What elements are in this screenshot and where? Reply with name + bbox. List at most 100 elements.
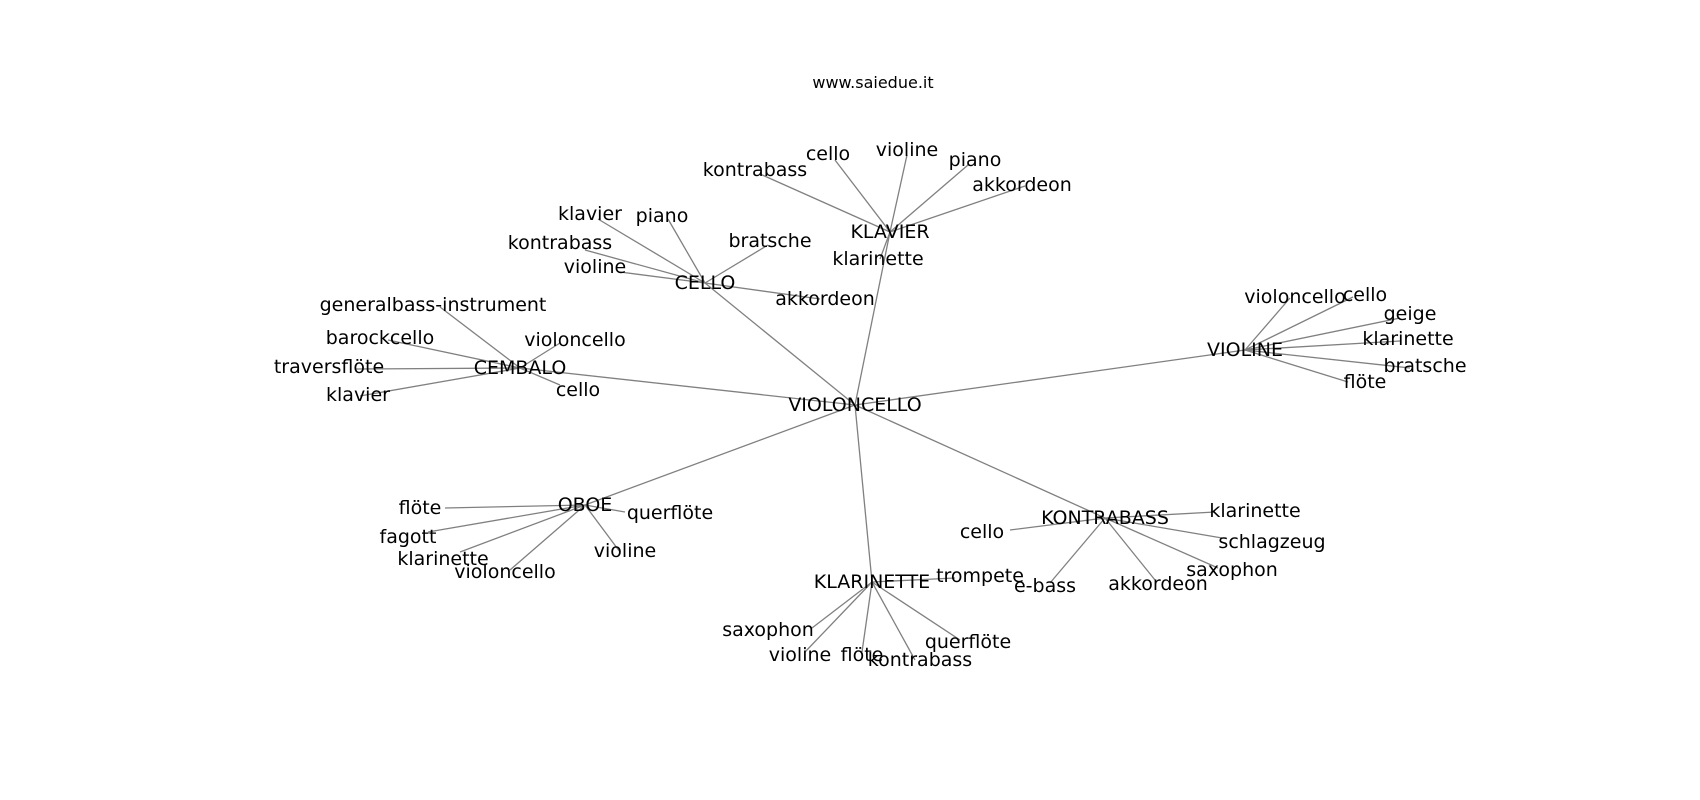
hub-node-klarinette: KLARINETTE — [814, 571, 930, 593]
hub-node-kontrabass: KONTRABASS — [1041, 507, 1169, 529]
edge-klarinette-querflote — [871, 581, 961, 641]
edge-klavier-klarinette — [879, 231, 891, 260]
term-node-klarinette-trompete: trompete — [936, 565, 1024, 587]
term-node-cembalo-traversflote: traversflöte — [274, 356, 384, 378]
edge-kontrabass-e-bass — [1049, 517, 1106, 584]
term-node-oboe-flote: flöte — [399, 497, 442, 519]
term-node-kontrabass-cello: cello — [960, 521, 1004, 543]
edge-cello-akkordeon — [704, 282, 821, 300]
edge-center-cello — [704, 282, 856, 406]
edge-cello-piano — [667, 218, 706, 284]
edge-cembalo-barockcello — [387, 339, 521, 369]
term-node-klarinette-flote: flöte — [841, 644, 884, 666]
edge-center-cembalo — [519, 367, 856, 406]
edge-violine-cello — [1244, 296, 1354, 351]
term-node-kontrabass-schlagzeug: schlagzeug — [1218, 531, 1325, 553]
edge-oboe-violoncello — [509, 504, 586, 571]
edge-oboe-klarinette — [459, 504, 586, 553]
edge-kontrabass-akkordeon — [1104, 517, 1156, 581]
term-node-kontrabass-akkordeon: akkordeon — [1108, 573, 1208, 595]
edge-center-klavier — [854, 231, 891, 406]
edge-klarinette-trompete — [871, 577, 956, 583]
term-node-klavier-kontrabass: kontrabass — [703, 159, 807, 181]
edge-klavier-violine — [889, 154, 908, 233]
edge-center-kontrabass — [854, 404, 1106, 519]
term-node-violine-flote: flöte — [1344, 371, 1387, 393]
edge-cello-klavier — [597, 218, 706, 284]
term-node-cello-klavier: klavier — [558, 203, 622, 225]
edge-kontrabass-cello — [1009, 517, 1106, 531]
term-node-cembalo-generalbass-instrument: generalbass-instrument — [320, 294, 547, 316]
term-node-kontrabass-e-bass: e-bass — [1014, 575, 1076, 597]
edge-oboe-violine — [584, 504, 621, 553]
term-node-cembalo-klavier: klavier — [326, 384, 390, 406]
center-node-label: VIOLONCELLO — [788, 394, 921, 416]
term-node-oboe-fagott: fagott — [380, 526, 437, 548]
term-node-kontrabass-saxophon: saxophon — [1186, 559, 1278, 581]
edge-oboe-flote — [444, 504, 586, 509]
edge-kontrabass-saxophon — [1104, 517, 1219, 569]
term-node-klavier-cello: cello — [806, 143, 850, 165]
term-node-klavier-violine: violine — [876, 139, 938, 161]
term-node-cello-violine: violine — [564, 256, 626, 278]
edge-klavier-akkordeon — [889, 185, 1026, 233]
term-node-cembalo-cello: cello — [556, 379, 600, 401]
hub-node-cembalo: CEMBALO — [474, 357, 567, 379]
edge-violine-klarinette — [1244, 340, 1401, 351]
term-node-klavier-klarinette: klarinette — [832, 248, 923, 270]
term-node-kontrabass-klarinette: klarinette — [1209, 500, 1300, 522]
watermark-text: www.saiedue.it — [812, 73, 933, 92]
term-node-klavier-akkordeon: akkordeon — [972, 174, 1072, 196]
term-node-violine-geige: geige — [1384, 303, 1437, 325]
edge-cembalo-generalbass-instrument — [439, 306, 521, 369]
term-node-oboe-violine: violine — [594, 540, 656, 562]
edge-klarinette-violine — [804, 581, 873, 653]
term-node-klarinette-querflote: querflöte — [925, 631, 1011, 653]
edge-oboe-fagott — [427, 504, 586, 533]
edge-cembalo-traversflote — [354, 367, 521, 370]
edge-klavier-piano — [889, 164, 969, 233]
term-node-cembalo-barockcello: barockcello — [326, 327, 435, 349]
term-node-klavier-piano: piano — [949, 149, 1002, 171]
term-node-violine-violoncello: violoncello — [1244, 286, 1345, 308]
hub-node-violine: VIOLINE — [1207, 339, 1283, 361]
edge-violine-geige — [1244, 317, 1401, 351]
term-node-violine-bratsche: bratsche — [1383, 355, 1466, 377]
edge-center-oboe — [584, 404, 856, 506]
edge-violine-flote — [1244, 349, 1349, 383]
edge-cembalo-violoncello — [519, 342, 561, 369]
term-node-cello-bratsche: bratsche — [728, 230, 811, 252]
hub-node-klavier: KLAVIER — [850, 221, 929, 243]
edge-klavier-cello — [834, 159, 891, 233]
hub-node-cello: CELLO — [675, 272, 736, 294]
edge-kontrabass-schlagzeug — [1104, 517, 1223, 539]
term-node-cembalo-violoncello: violoncello — [524, 329, 625, 351]
edge-cembalo-klavier — [359, 367, 521, 397]
term-node-violine-cello: cello — [1343, 284, 1387, 306]
term-node-cello-kontrabass: kontrabass — [508, 232, 612, 254]
term-node-klarinette-violine: violine — [769, 644, 831, 666]
graph-edges — [354, 154, 1411, 661]
term-node-oboe-querflote: querflöte — [627, 502, 713, 524]
term-node-cello-piano: piano — [636, 205, 689, 227]
edge-violine-bratsche — [1244, 349, 1411, 369]
edge-klavier-kontrabass — [759, 173, 891, 233]
term-node-klarinette-kontrabass: kontrabass — [868, 649, 972, 671]
term-node-violine-klarinette: klarinette — [1362, 328, 1453, 350]
edge-klarinette-flote — [861, 581, 873, 653]
term-node-oboe-violoncello: violoncello — [454, 561, 555, 583]
term-node-cello-akkordeon: akkordeon — [775, 288, 875, 310]
edge-klarinette-kontrabass — [871, 581, 916, 661]
edge-kontrabass-klarinette — [1104, 511, 1216, 519]
term-node-oboe-klarinette: klarinette — [397, 548, 488, 570]
edge-cello-kontrabass — [584, 249, 706, 284]
edge-oboe-querflote — [584, 504, 626, 513]
edge-klarinette-saxophon — [811, 581, 873, 629]
edge-cembalo-cello — [519, 367, 561, 386]
edge-center-klarinette — [854, 404, 873, 583]
edge-center-violine — [854, 349, 1246, 406]
edge-cello-violine — [619, 271, 706, 284]
edge-cello-bratsche — [704, 244, 769, 284]
